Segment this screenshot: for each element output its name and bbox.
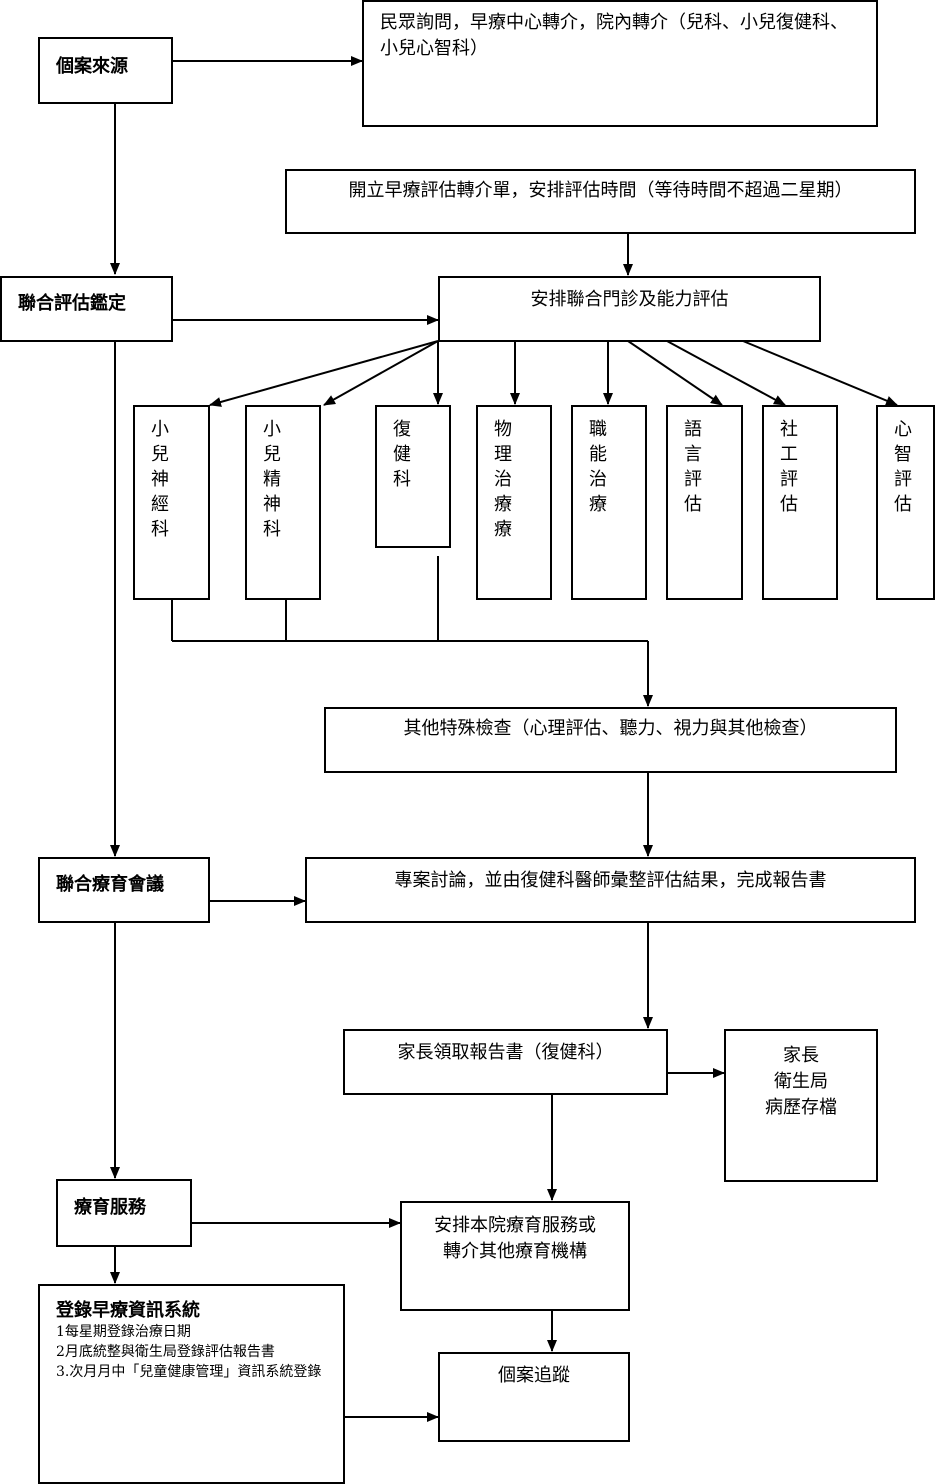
dept-box-ot: 職能治療 [571, 405, 647, 600]
stage-joint-eval-label: 聯合評估鑑定 [18, 293, 126, 314]
referral-sources-box: 民眾詢問，早療中心轉介，院內轉介（兒科、小兒復健科、小兒心智科） [362, 0, 878, 127]
dept-label: 物理治療療 [494, 419, 512, 540]
stage-therapy-service: 療育服務 [56, 1179, 192, 1247]
arrow-to-dept-mental [742, 340, 898, 406]
dept-label: 職能治療 [589, 419, 607, 515]
arrow-to-dept-social [666, 340, 786, 406]
other-exams-text: 其他特殊檢查（心理評估、聽力、視力與其他檢查） [403, 718, 818, 739]
dept-box-psych: 小兒精神科 [245, 405, 321, 600]
archive-box: 家長 衛生局 病歷存檔 [724, 1029, 878, 1182]
parent-report-text: 家長領取報告書（復健科） [397, 1042, 614, 1063]
registry-title: 登錄早療資訊系統 [56, 1300, 200, 1321]
case-discussion-box: 專案討論，並由復健科醫師彙整評估結果，完成報告書 [305, 857, 916, 923]
registry-item-1: 1每星期登錄治療日期 [56, 1324, 191, 1340]
stage-case-source: 個案來源 [38, 37, 173, 104]
arrange-clinic-box: 安排聯合門診及能力評估 [438, 276, 821, 342]
registry-box: 登錄早療資訊系統 1每星期登錄治療日期 2月底統整與衛生局登錄評估報告書 3.次… [38, 1284, 345, 1484]
stage-case-source-label: 個案來源 [56, 56, 128, 77]
dept-box-neuro: 小兒神經科 [133, 405, 210, 600]
dept-label: 社工評估 [780, 419, 798, 515]
open-referral-box: 開立早療評估轉介單，安排評估時間（等待時間不超過二星期） [285, 169, 916, 234]
dept-box-rehab: 復健科 [375, 405, 451, 548]
arrow-to-dept-psych [323, 340, 439, 406]
arrange-clinic-text: 安排聯合門診及能力評估 [530, 289, 729, 310]
arrange-therapy-line-2: 轉介其他療育機構 [443, 1241, 587, 1262]
stage-joint-meeting: 聯合療育會議 [38, 857, 210, 923]
stage-joint-meeting-label: 聯合療育會議 [56, 874, 164, 895]
dept-label: 小兒神經科 [151, 419, 169, 540]
follow-up-text: 個案追蹤 [498, 1365, 570, 1386]
dept-label: 心智評估 [894, 419, 912, 515]
dept-label: 復健科 [393, 419, 411, 490]
stage-joint-eval: 聯合評估鑑定 [0, 276, 173, 342]
registry-item-2: 2月底統整與衛生局登錄評估報告書 [56, 1344, 275, 1360]
open-referral-text: 開立早療評估轉介單，安排評估時間（等待時間不超過二星期） [348, 180, 853, 201]
archive-line-3: 病歷存檔 [765, 1097, 837, 1118]
stage-therapy-service-label: 療育服務 [74, 1197, 146, 1218]
archive-line-1: 家長 [783, 1045, 819, 1066]
dept-box-social: 社工評估 [762, 405, 838, 600]
dept-box-mental: 心智評估 [876, 405, 935, 600]
dept-label: 小兒精神科 [263, 419, 281, 540]
other-exams-box: 其他特殊檢查（心理評估、聽力、視力與其他檢查） [324, 707, 897, 773]
dept-box-speech: 語言評估 [666, 405, 743, 600]
arrange-therapy-line-1: 安排本院療育服務或 [434, 1215, 596, 1236]
arrow-to-dept-neuro [209, 340, 439, 407]
dept-label: 語言評估 [684, 419, 702, 515]
case-discussion-text: 專案討論，並由復健科醫師彙整評估結果，完成報告書 [394, 870, 827, 891]
parent-report-box: 家長領取報告書（復健科） [343, 1029, 668, 1095]
registry-item-3: 3.次月月中「兒童健康管理」資訊系統登錄 [56, 1364, 322, 1380]
arrow-to-dept-speech [627, 340, 723, 406]
referral-sources-text: 民眾詢問，早療中心轉介，院內轉介（兒科、小兒復健科、小兒心智科） [380, 12, 848, 59]
arrange-therapy-box: 安排本院療育服務或 轉介其他療育機構 [400, 1201, 630, 1311]
archive-line-2: 衛生局 [774, 1071, 828, 1092]
dept-box-pt: 物理治療療 [476, 405, 552, 600]
follow-up-box: 個案追蹤 [438, 1352, 630, 1442]
